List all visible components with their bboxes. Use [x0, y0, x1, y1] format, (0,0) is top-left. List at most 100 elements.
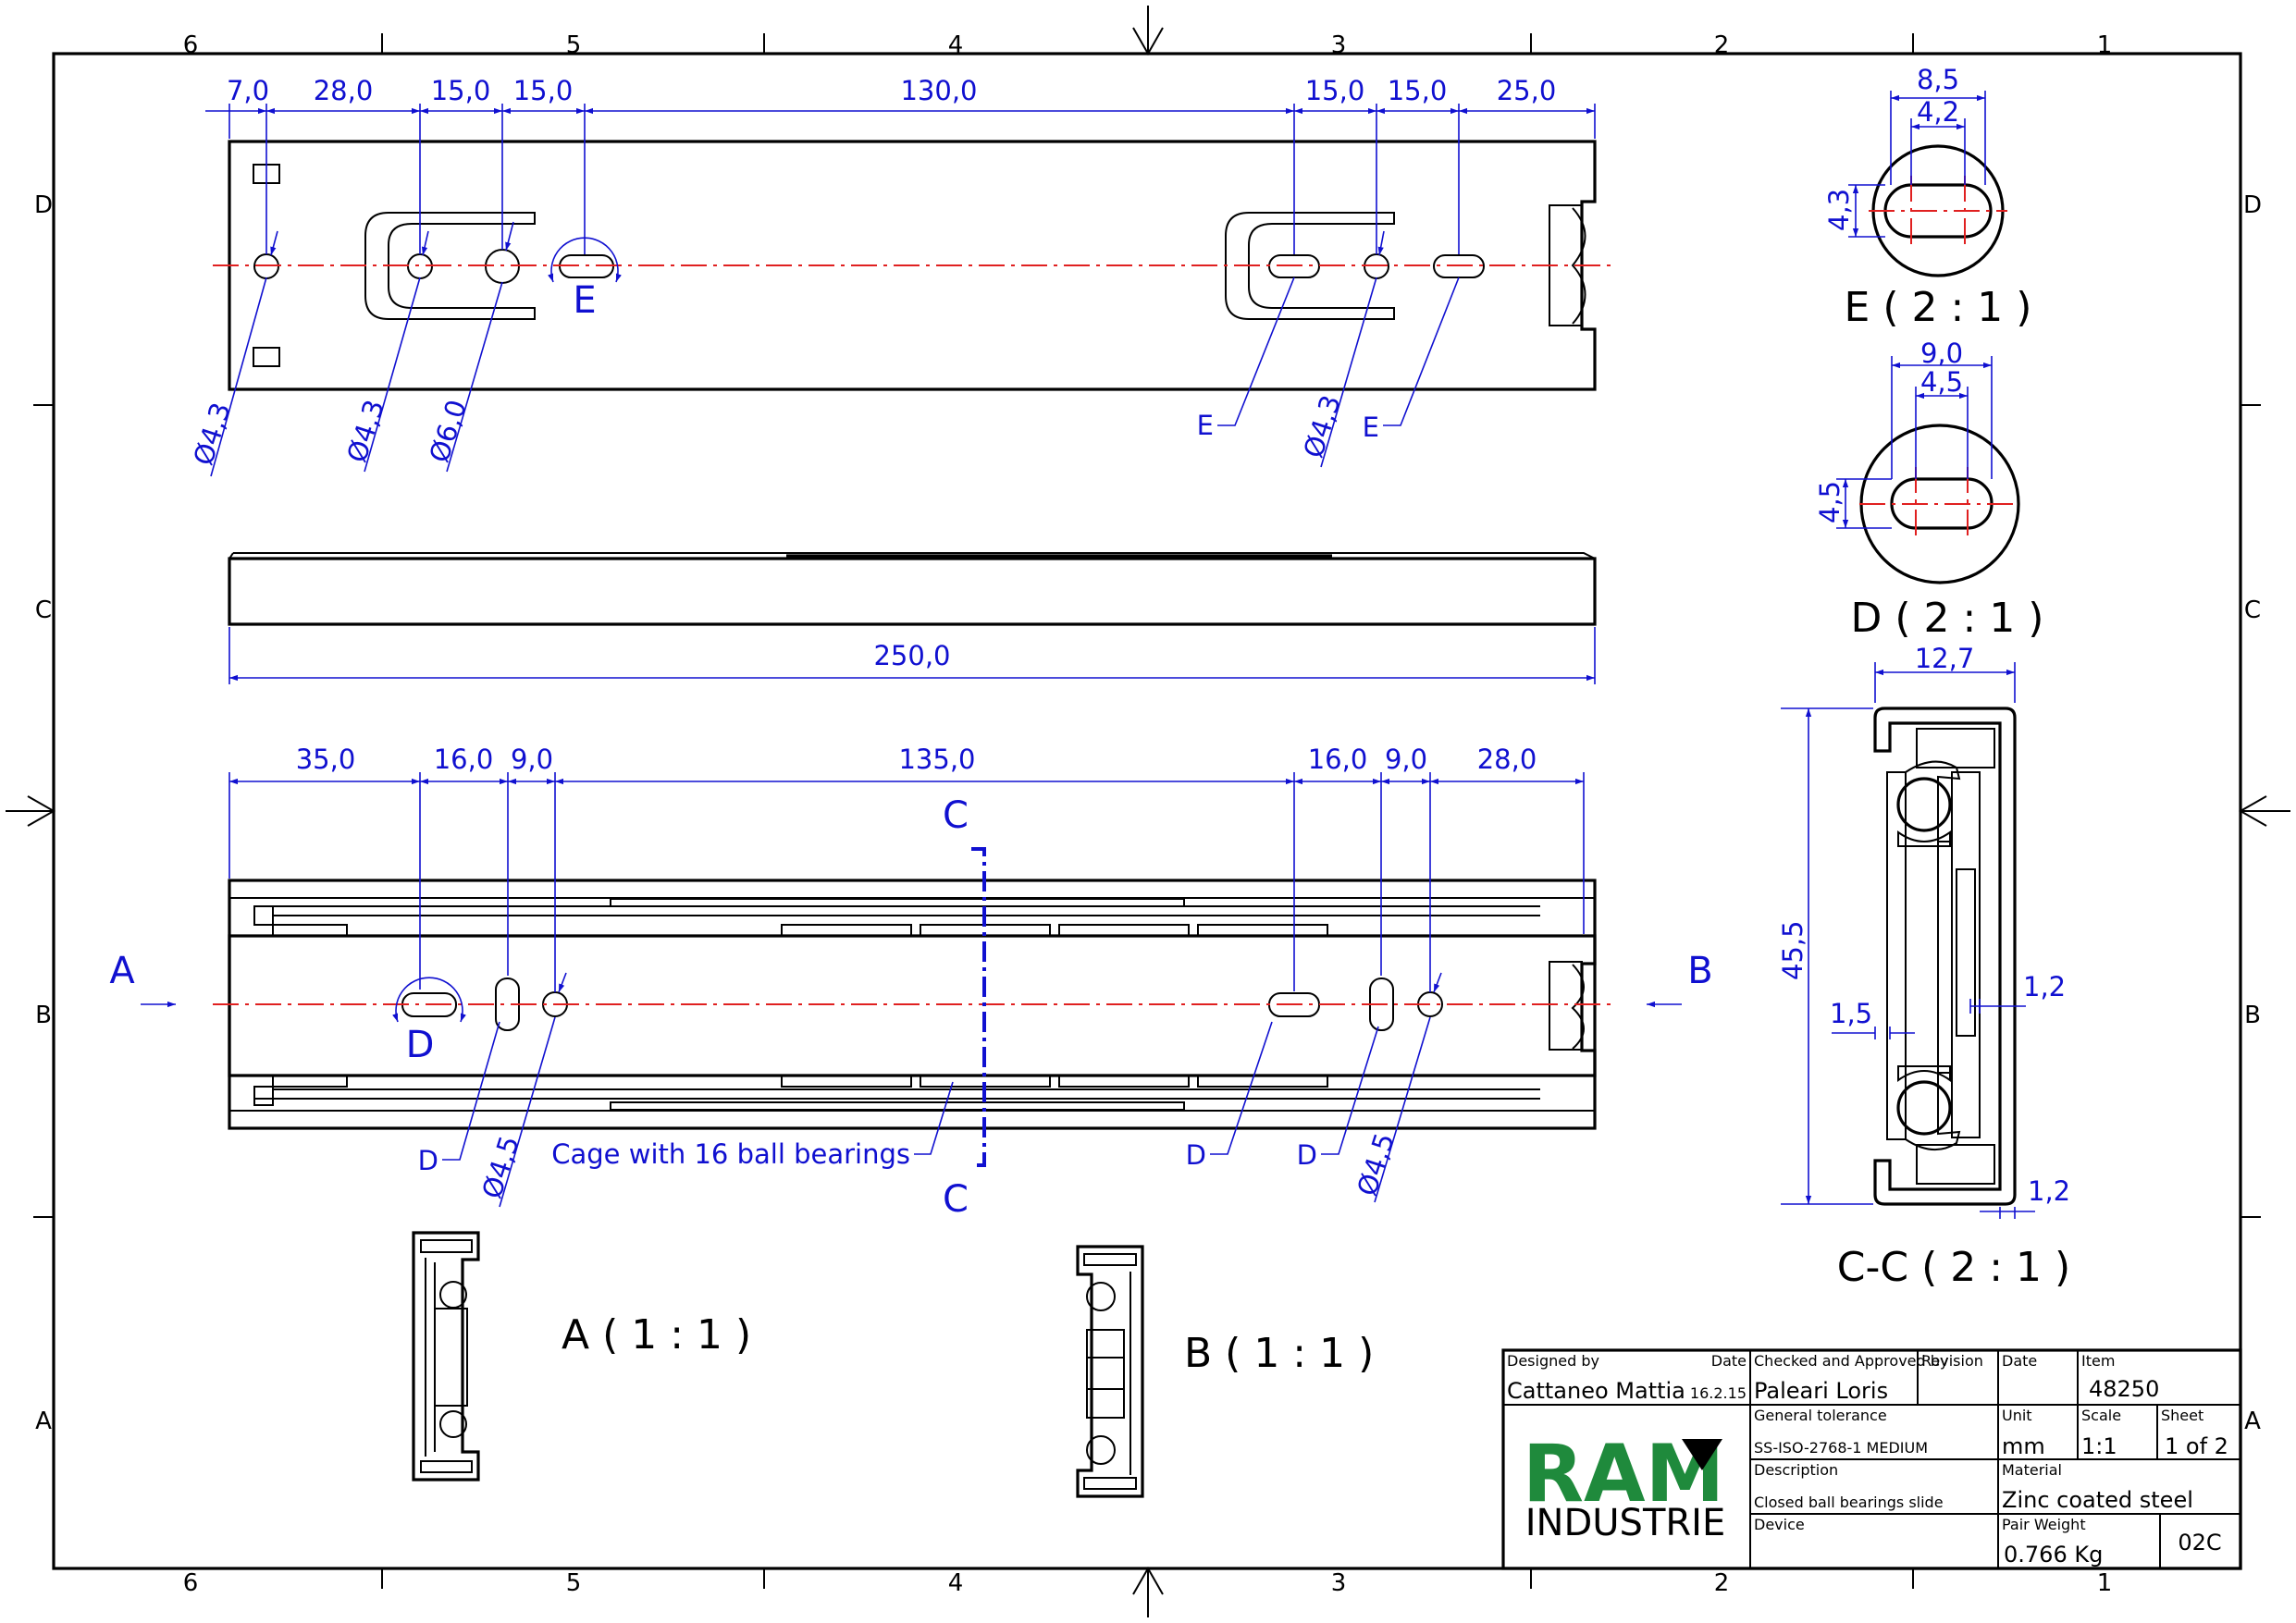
grid-row-b: B — [35, 1002, 52, 1029]
top-dim-3: 15,0 — [431, 75, 491, 106]
grid-col-4-bottom: 4 — [948, 1569, 964, 1597]
tb-checked-by: Paleari Loris — [1754, 1378, 1888, 1404]
tb-material-label: Material — [2002, 1461, 2062, 1479]
top-dim-2: 28,0 — [314, 75, 374, 106]
grid-row-d-right: D — [2243, 191, 2262, 219]
section-dim-bottom: 1,2 — [2028, 1175, 2070, 1207]
top-dim-4: 15,0 — [513, 75, 574, 106]
grid-col-4: 4 — [948, 31, 964, 59]
company-logo: RAM INDUSTRIE — [1523, 1428, 1725, 1544]
detail-e-label: E ( 2 : 1 ) — [1845, 284, 2032, 331]
grid-col-5-bottom: 5 — [566, 1569, 582, 1597]
tb-designed-by-label: Designed by — [1507, 1352, 1599, 1370]
tb-description: Closed ball bearings slide — [1754, 1494, 1944, 1511]
tb-description-label: Description — [1754, 1461, 1838, 1479]
section-mark-c-top: C — [943, 794, 969, 837]
tb-date2-label: Date — [2002, 1352, 2037, 1370]
tb-item-label: Item — [2081, 1352, 2115, 1370]
bottom-dim-1: 35,0 — [296, 744, 356, 775]
detail-e-outer: 8,5 — [1917, 64, 1959, 95]
tb-item: 48250 — [2089, 1376, 2159, 1402]
view-a-label: A ( 1 : 1 ) — [562, 1311, 751, 1359]
top-ref-e-1: E — [1197, 410, 1214, 441]
top-dim-8: 25,0 — [1497, 75, 1557, 106]
tb-tolerance-label: General tolerance — [1754, 1407, 1887, 1424]
top-dim-1: 7,0 — [227, 75, 269, 106]
detail-e: 8,5 4,2 4,3 E ( 2 : 1 ) — [1823, 64, 2031, 331]
grid-col-1-bottom: 1 — [2097, 1569, 2113, 1597]
tb-unit: mm — [2002, 1433, 2045, 1459]
tb-scale: 1:1 — [2081, 1433, 2117, 1459]
section-dim-right: 1,2 — [2023, 971, 2066, 1002]
grid-row-a: A — [35, 1408, 52, 1435]
section-c-c: 12,7 45,5 1,5 1,2 1,2 C-C ( 2 : 1 ) — [1777, 643, 2070, 1291]
bottom-ref-d-2: D — [1186, 1139, 1206, 1171]
tb-tolerance: SS-ISO-2768-1 MEDIUM — [1754, 1439, 1928, 1457]
grid-col-6-bottom: 6 — [183, 1569, 199, 1597]
grid-row-labels: D C B A D C B A — [34, 191, 2262, 1435]
detail-d: 9,0 4,5 4,5 D ( 2 : 1 ) — [1814, 338, 2043, 642]
grid-col-1: 1 — [2097, 31, 2113, 59]
tb-designed-by: Cattaneo Mattia — [1507, 1378, 1685, 1404]
detail-d-inner: 4,5 — [1920, 366, 1963, 398]
bottom-diameter-1: Ø4,5 — [475, 1132, 525, 1202]
view-arrow-a: A — [109, 950, 135, 992]
tb-material: Zinc coated steel — [2002, 1487, 2193, 1513]
tb-weight-label: Pair Weight — [2002, 1516, 2086, 1533]
section-line-c — [971, 847, 986, 1167]
grid-row-a-right: A — [2244, 1408, 2261, 1435]
side-view: 250,0 — [228, 552, 1597, 684]
drawing-frame — [6, 6, 2290, 1617]
grid-col-2: 2 — [1714, 31, 1730, 59]
bottom-dim-6: 9,0 — [1385, 744, 1427, 775]
view-b: B ( 1 : 1 ) — [1076, 1245, 1374, 1498]
grid-row-b-right: B — [2244, 1002, 2261, 1029]
top-dim-5: 130,0 — [900, 75, 977, 106]
top-ref-e-2: E — [1363, 412, 1379, 443]
section-dim-left: 1,5 — [1830, 998, 1872, 1029]
bottom-dim-2: 16,0 — [434, 744, 494, 775]
grid-row-d: D — [34, 191, 53, 219]
top-diameter-3: Ø6,0 — [423, 396, 473, 466]
section-mark-c-bottom: C — [943, 1178, 969, 1221]
top-diameter-1: Ø4,3 — [187, 399, 237, 469]
tb-weight: 0.766 Kg — [2004, 1542, 2103, 1568]
grid-col-2-bottom: 2 — [1714, 1569, 1730, 1597]
detail-e-height: 4,3 — [1823, 189, 1855, 231]
tb-checked-label: Checked and Approved by — [1754, 1352, 1948, 1370]
section-height: 45,5 — [1777, 920, 1808, 980]
bottom-diameter-2: Ø4,5 — [1351, 1129, 1401, 1199]
tb-sheet-label: Sheet — [2161, 1407, 2203, 1424]
logo-industrie: INDUSTRIE — [1525, 1502, 1725, 1544]
bottom-dim-4: 135,0 — [898, 744, 975, 775]
cage-top — [781, 924, 1328, 1088]
view-a: A ( 1 : 1 ) — [412, 1231, 751, 1482]
bottom-ref-d-3: D — [1297, 1139, 1317, 1171]
detail-d-label: D ( 2 : 1 ) — [1851, 595, 2044, 642]
grid-row-c: C — [35, 596, 52, 624]
bottom-dim-7: 28,0 — [1477, 744, 1537, 775]
cage-note: Cage with 16 ball bearings — [551, 1138, 910, 1170]
grid-column-labels: 6 5 4 3 2 1 6 5 4 3 2 1 — [183, 31, 2113, 1597]
tb-scale-label: Scale — [2081, 1407, 2121, 1424]
grid-col-6: 6 — [183, 31, 199, 59]
tb-designed-date: 16.2.15 — [1690, 1384, 1747, 1402]
detail-marker-d: D — [406, 1024, 435, 1066]
section-width: 12,7 — [1915, 643, 1975, 674]
view-b-label: B ( 1 : 1 ) — [1184, 1330, 1374, 1377]
grid-col-3-bottom: 3 — [1331, 1569, 1347, 1597]
detail-marker-e: E — [573, 279, 596, 322]
bottom-dim-3: 9,0 — [511, 744, 553, 775]
top-dim-6: 15,0 — [1305, 75, 1365, 106]
grid-row-c-right: C — [2244, 596, 2261, 624]
tb-code: 02C — [2178, 1530, 2221, 1555]
tb-revision-label: Revision — [1921, 1352, 1983, 1370]
detail-d-outer: 9,0 — [1920, 338, 1963, 369]
bottom-dim-5: 16,0 — [1308, 744, 1368, 775]
top-diameter-4: Ø4,3 — [1297, 391, 1347, 461]
bottom-view: C C 35,0 16,0 9,0 135,0 16,0 9,0 28,0 — [109, 744, 1712, 1221]
tb-sheet: 1 of 2 — [2165, 1433, 2228, 1459]
tb-unit-label: Unit — [2002, 1407, 2032, 1424]
section-label: C-C ( 2 : 1 ) — [1837, 1244, 2070, 1291]
